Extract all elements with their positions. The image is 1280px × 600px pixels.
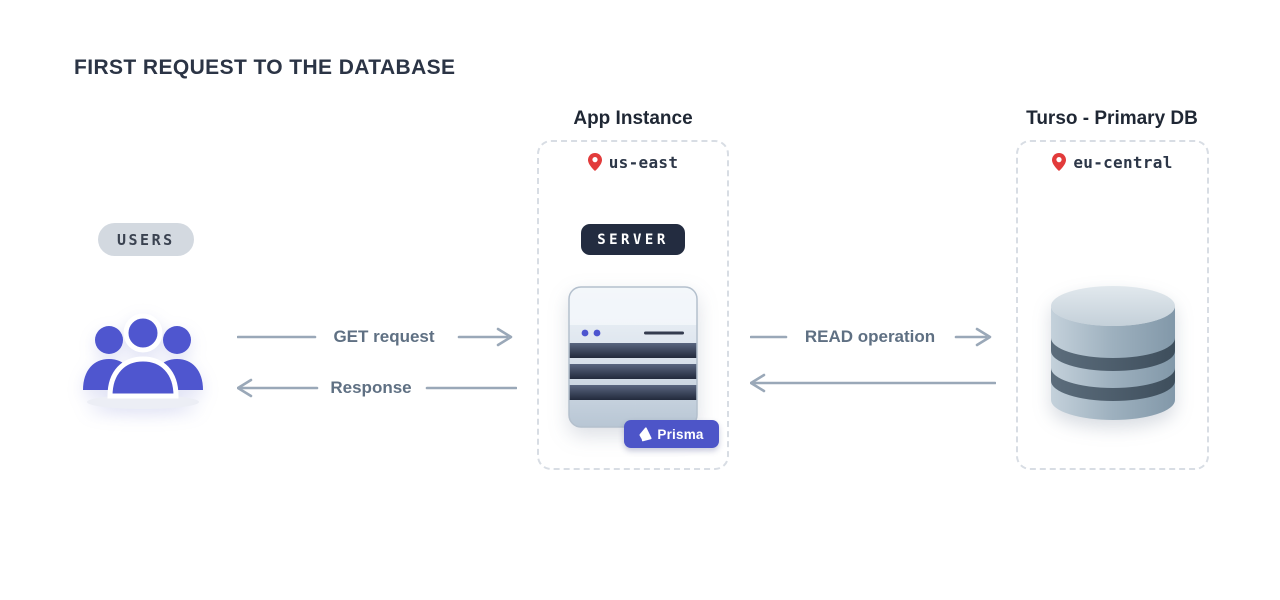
arrow-response: Response — [237, 373, 517, 403]
db-region-label: eu-central — [1073, 152, 1173, 172]
database-icon — [1043, 278, 1183, 430]
app-instance-box: us-east SERVER — [537, 140, 729, 470]
get-request-label: GET request — [333, 327, 435, 346]
arrow-return-line — [750, 373, 996, 393]
arrow-get-request: GET request — [237, 322, 517, 352]
primary-db-box: eu-central — [1016, 140, 1209, 470]
app-region: us-east — [587, 150, 679, 174]
arrow-read-operation: READ operation — [750, 322, 996, 352]
arrow-return — [750, 368, 996, 398]
db-region: eu-central — [1052, 150, 1172, 174]
app-region-label: us-east — [608, 152, 679, 172]
users-icon — [68, 303, 218, 410]
prisma-logo-icon — [639, 426, 652, 441]
arrow-response-line — [237, 378, 517, 398]
prisma-label: Prisma — [657, 426, 704, 442]
read-operation-label: READ operation — [804, 327, 936, 346]
location-pin-icon — [1052, 153, 1067, 171]
primary-db-title: Turso - Primary DB — [1026, 108, 1198, 129]
server-icon — [568, 283, 698, 431]
users-badge: USERS — [98, 223, 194, 256]
location-pin-icon — [587, 153, 602, 171]
arrow-read-line — [750, 327, 992, 347]
response-label: Response — [330, 378, 412, 397]
server-badge: SERVER — [581, 224, 685, 255]
app-instance-title: App Instance — [573, 108, 693, 129]
prisma-badge: Prisma — [624, 420, 719, 448]
page-title: FIRST REQUEST TO THE DATABASE — [74, 56, 456, 79]
arrow-get-line — [237, 327, 513, 347]
